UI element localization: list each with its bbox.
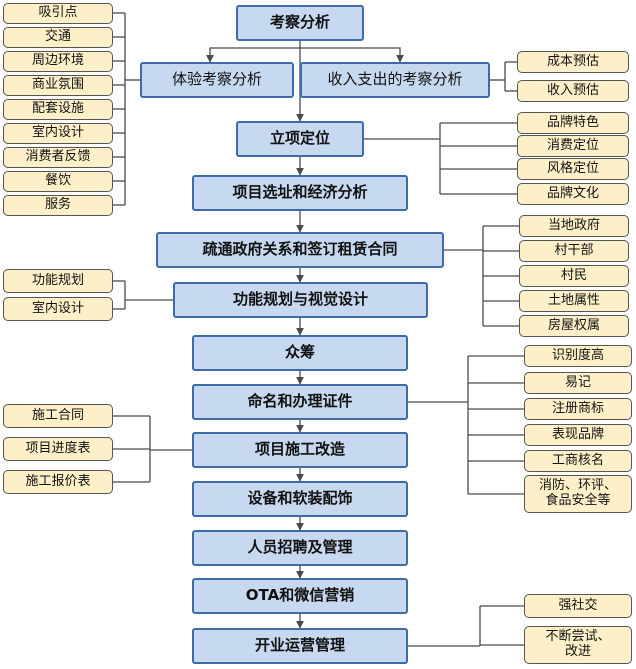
gov-house-ownership: 房屋权属 xyxy=(519,315,629,337)
step-site-selection: 项目选址和经济分析 xyxy=(192,175,408,211)
positioning-style: 风格定位 xyxy=(517,158,629,180)
construction-contract: 施工合同 xyxy=(3,404,113,428)
factor-interior: 室内设计 xyxy=(3,123,113,144)
operation-iterate: 不断尝试、 改进 xyxy=(524,626,632,664)
naming-recognizable: 识别度高 xyxy=(524,345,632,367)
positioning-brand-culture: 品牌文化 xyxy=(517,183,629,205)
gov-village-cadre: 村干部 xyxy=(519,240,629,262)
factor-dining: 餐饮 xyxy=(3,171,113,192)
naming-memorable: 易记 xyxy=(524,372,632,394)
step-positioning: 立项定位 xyxy=(236,121,364,157)
positioning-brand-feature: 品牌特色 xyxy=(517,112,629,134)
step-investigation: 考察分析 xyxy=(236,5,364,41)
gov-villagers: 村民 xyxy=(519,265,629,287)
factor-commerce: 商业氛围 xyxy=(3,75,113,96)
factor-facilities: 配套设施 xyxy=(3,99,113,120)
positioning-consumer: 消费定位 xyxy=(517,135,629,157)
planning-interior: 室内设计 xyxy=(3,297,113,321)
step-operation: 开业运营管理 xyxy=(192,628,408,664)
income-revenue-estimate: 收入预估 xyxy=(517,80,629,102)
naming-trademark: 注册商标 xyxy=(524,398,632,420)
factor-transport: 交通 xyxy=(3,27,113,48)
step-construction: 项目施工改造 xyxy=(192,432,408,468)
factor-feedback: 消费者反馈 xyxy=(3,147,113,168)
naming-safety-permits: 消防、环评、 食品安全等 xyxy=(524,475,632,513)
step-ota-wechat: OTA和微信营销 xyxy=(192,578,408,614)
factor-attraction: 吸引点 xyxy=(3,3,113,24)
gov-local-government: 当地政府 xyxy=(519,215,629,237)
naming-brand-expression: 表现品牌 xyxy=(524,424,632,446)
step-staffing: 人员招聘及管理 xyxy=(192,530,408,566)
construction-schedule: 项目进度表 xyxy=(3,437,113,461)
step-crowdfunding: 众筹 xyxy=(192,335,408,371)
income-cost-estimate: 成本预估 xyxy=(517,51,629,73)
naming-business-registration: 工商核名 xyxy=(524,450,632,472)
experience-analysis: 体验考察分析 xyxy=(140,62,294,98)
step-government-lease: 疏通政府关系和签订租赁合同 xyxy=(156,232,444,268)
step-equipment-decor: 设备和软装配饰 xyxy=(192,481,408,517)
operation-social: 强社交 xyxy=(524,594,632,618)
step-naming-licenses: 命名和办理证件 xyxy=(192,384,408,420)
connector-11 xyxy=(206,47,300,63)
factor-service: 服务 xyxy=(3,195,113,216)
construction-quote: 施工报价表 xyxy=(3,470,113,494)
gov-land-property: 土地属性 xyxy=(519,290,629,312)
income-expense-analysis: 收入支出的考察分析 xyxy=(300,62,490,98)
planning-function: 功能规划 xyxy=(3,269,113,293)
factor-surroundings: 周边环境 xyxy=(3,51,113,72)
connector-12 xyxy=(300,47,404,63)
step-function-design: 功能规划与视觉设计 xyxy=(173,282,428,318)
